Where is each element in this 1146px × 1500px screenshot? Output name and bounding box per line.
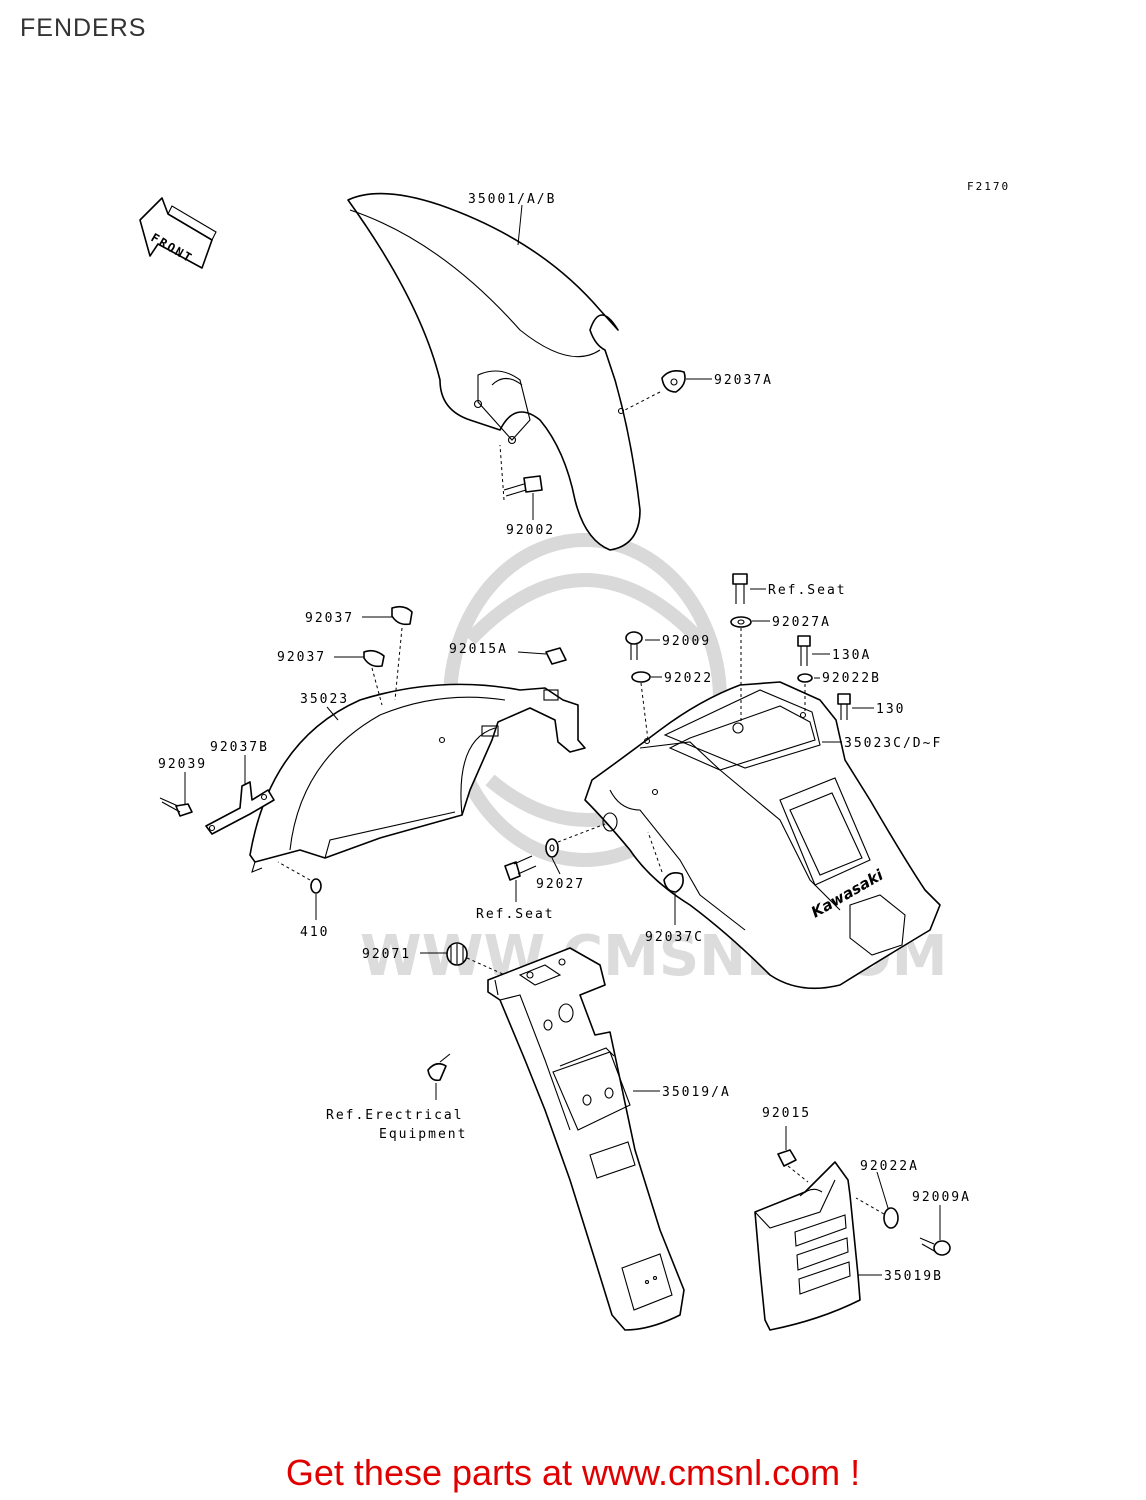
front-arrow-icon: FRONT (139, 197, 217, 269)
clamp-92037a (624, 370, 686, 411)
label-35019a: 35019/A (662, 1085, 731, 1100)
clip-ref-electrical (427, 1053, 451, 1082)
bolt-ref-seat-bottom (504, 855, 537, 881)
washer-92022b (797, 673, 813, 712)
label-92022: 92022 (664, 671, 713, 686)
label-ref-electrical-2: Equipment (379, 1127, 467, 1142)
label-92037c: 92037C (645, 930, 704, 945)
label-92022b: 92022B (822, 671, 881, 686)
label-35001: 35001/A/B (468, 192, 556, 207)
rear-flap-35019a (487, 947, 685, 1331)
clamp-92037c (647, 831, 684, 893)
washer-92022 (631, 671, 651, 741)
inner-fender-35023 (249, 683, 586, 873)
bolt-ref-seat-top (732, 573, 748, 604)
footer-link[interactable]: Get these parts at www.cmsnl.com ! (285, 1452, 861, 1493)
label-92009: 92009 (662, 634, 711, 649)
washer-92027 (545, 823, 606, 858)
nut-92015a (545, 647, 567, 665)
mudflap-35019b (754, 1161, 861, 1331)
label-35023cdf: 35023C/D~F (844, 736, 942, 751)
grommet-92071 (446, 942, 506, 976)
washer-410 (277, 861, 322, 894)
label-410: 410 (300, 925, 329, 940)
bolt-92039 (159, 797, 193, 817)
washer-92022a (855, 1197, 899, 1229)
label-35023: 35023 (300, 692, 349, 707)
figure-code: F2170 (967, 180, 1010, 193)
label-92071: 92071 (362, 947, 411, 962)
page-title: FENDERS (20, 14, 147, 42)
nut-92015 (777, 1149, 809, 1183)
label-92027a: 92027A (772, 615, 831, 630)
parts-diagram: WWW.CMSNL.COM F2170 FRONT 92037A 92002 3… (139, 180, 1010, 1331)
washer-92027a (730, 616, 752, 725)
label-92015: 92015 (762, 1106, 811, 1121)
label-130: 130 (876, 702, 905, 717)
bolt-92002 (499, 444, 543, 501)
label-92022a: 92022A (860, 1159, 919, 1174)
label-92009a: 92009A (912, 1190, 971, 1205)
label-92039: 92039 (158, 757, 207, 772)
front-fender (347, 192, 641, 551)
clip-92037-upper (391, 605, 413, 626)
label-ref-seat-bottom: Ref.Seat (476, 907, 555, 922)
label-92037-upper: 92037 (305, 611, 354, 626)
label-92037-lower: 92037 (277, 650, 326, 665)
bracket-92037b (205, 781, 275, 835)
label-92027: 92027 (536, 877, 585, 892)
screw-92009 (625, 631, 643, 660)
bolt-130 (837, 693, 851, 720)
label-130a: 130A (832, 648, 871, 663)
label-92037a: 92037A (714, 373, 773, 388)
label-35019b: 35019B (884, 1269, 943, 1284)
label-92002: 92002 (506, 523, 555, 538)
bolt-130a (797, 635, 811, 666)
label-92037b: 92037B (210, 740, 269, 755)
label-ref-electrical-1: Ref.Erectrical (326, 1108, 464, 1123)
screw-92009a (919, 1237, 951, 1256)
clip-92037-lower (363, 649, 385, 668)
label-92015a: 92015A (449, 642, 508, 657)
label-ref-seat-top: Ref.Seat (768, 583, 847, 598)
rear-fender: Kawasaki (584, 681, 941, 990)
